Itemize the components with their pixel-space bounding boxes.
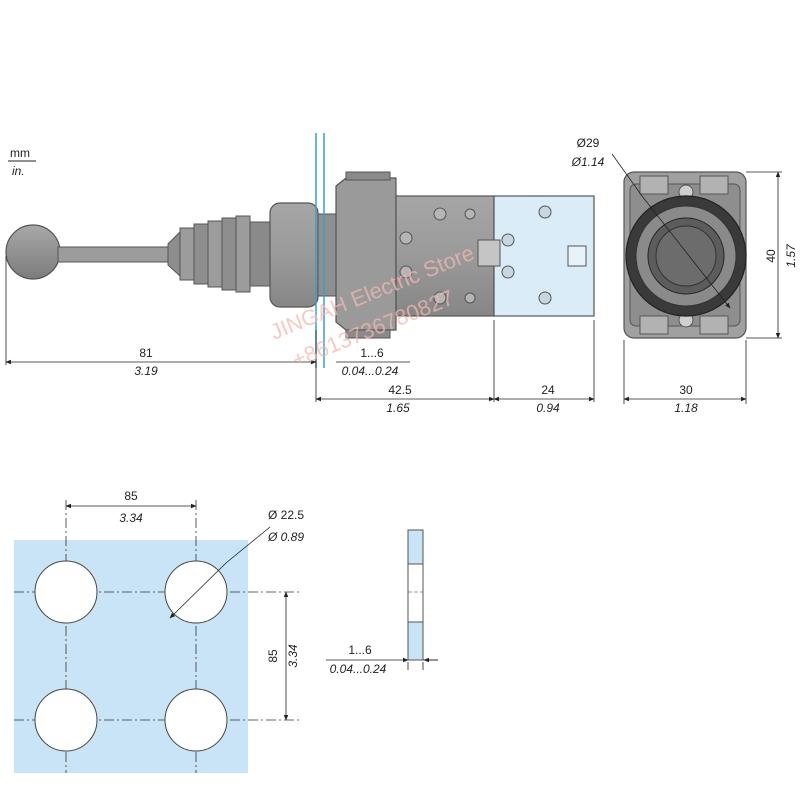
dim-total-mm: 81 xyxy=(139,346,153,360)
dim-hole-in: Ø 0.89 xyxy=(267,530,304,544)
units-in: in. xyxy=(12,164,25,178)
panel-section xyxy=(407,529,424,661)
dim-vspacing-in: 3.34 xyxy=(286,644,300,668)
cutout-hole-4 xyxy=(164,688,228,752)
side-view-dimensions xyxy=(5,256,595,402)
rubber-boot xyxy=(167,215,271,293)
units-mm: mm xyxy=(10,146,30,160)
dim-front-height-in: 1.57 xyxy=(784,243,798,268)
panel-cutout-drawing xyxy=(14,500,300,773)
dim-front-height-mm: 40 xyxy=(764,249,778,263)
front-view-switch xyxy=(623,171,747,339)
side-view-switch xyxy=(5,133,595,368)
cutout-dimensions xyxy=(65,503,289,721)
dim-front-width-in: 1.18 xyxy=(674,401,698,415)
dim-block-mm: 24 xyxy=(541,383,555,397)
dim-front-diameter-mm: Ø29 xyxy=(577,136,600,150)
dim-total-in: 3.19 xyxy=(134,364,158,378)
cutout-hole-3 xyxy=(34,688,98,752)
dim-thickness-mm: 1...6 xyxy=(348,643,372,657)
center-lines xyxy=(14,500,300,773)
units-legend: mm in. xyxy=(8,146,36,178)
cutout-hole-1 xyxy=(34,560,98,624)
dim-front-width-mm: 30 xyxy=(679,383,693,397)
dim-panel-mm: 1...6 xyxy=(360,346,384,360)
front-bezel xyxy=(269,202,319,308)
thickness-dimensions xyxy=(326,657,438,670)
dim-vspacing-mm: 85 xyxy=(266,649,280,663)
dim-thickness-in: 0.04...0.24 xyxy=(330,662,387,676)
joystick-knob xyxy=(5,224,61,280)
dim-hspacing-mm: 85 xyxy=(124,489,138,503)
joystick-lever xyxy=(57,246,174,263)
dim-hspacing-in: 3.34 xyxy=(119,511,143,525)
dim-panel-in: 0.04...0.24 xyxy=(342,364,399,378)
front-view-dimensions xyxy=(611,153,782,404)
dim-body-mm: 42.5 xyxy=(388,383,412,397)
dim-front-diameter-in: Ø1.14 xyxy=(571,155,605,169)
dim-body-in: 1.65 xyxy=(386,401,410,415)
dim-block-in: 0.94 xyxy=(536,401,560,415)
dim-hole-mm: Ø 22.5 xyxy=(268,508,304,522)
